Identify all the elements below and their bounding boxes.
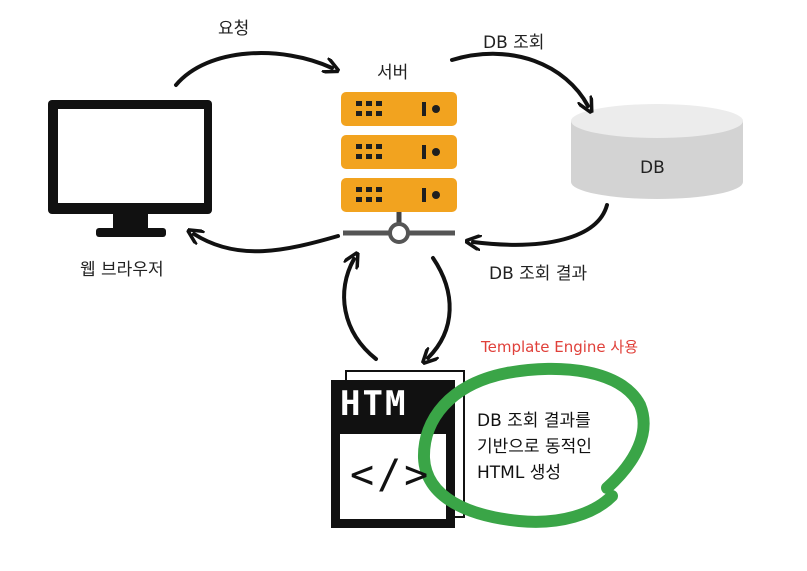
html-badge-text: HTM (340, 384, 408, 424)
arrow-response (194, 234, 340, 254)
note-line: DB 조회 결과를 (477, 411, 591, 431)
html-file-icon (331, 370, 465, 528)
request-label: 요청 (218, 19, 250, 39)
note-line: HTML 생성 (477, 463, 561, 483)
dynamic-html-note: DB 조회 결과를 기반으로 동적인 HTML 생성 (477, 408, 592, 486)
html-code-glyph: </> (350, 452, 432, 498)
note-line: 기반으로 동적인 (477, 437, 592, 457)
db-query-label: DB 조회 (483, 33, 545, 53)
arrow-request (174, 51, 332, 87)
db-result-label: DB 조회 결과 (489, 264, 588, 284)
arrow-db-result (473, 203, 609, 245)
arrow-html-to-server (342, 259, 378, 361)
template-engine-label: Template Engine 사용 (481, 338, 638, 356)
highlight-circle (417, 362, 650, 528)
browser-label: 웹 브라우저 (80, 260, 164, 280)
server-rack-icon (341, 92, 457, 244)
arrow-db-query (450, 51, 588, 106)
database-cylinder-icon (571, 104, 743, 199)
db-label: DB (640, 158, 665, 178)
arrow-server-to-html (428, 256, 452, 358)
server-label: 서버 (377, 63, 409, 83)
monitor-icon (48, 100, 212, 237)
